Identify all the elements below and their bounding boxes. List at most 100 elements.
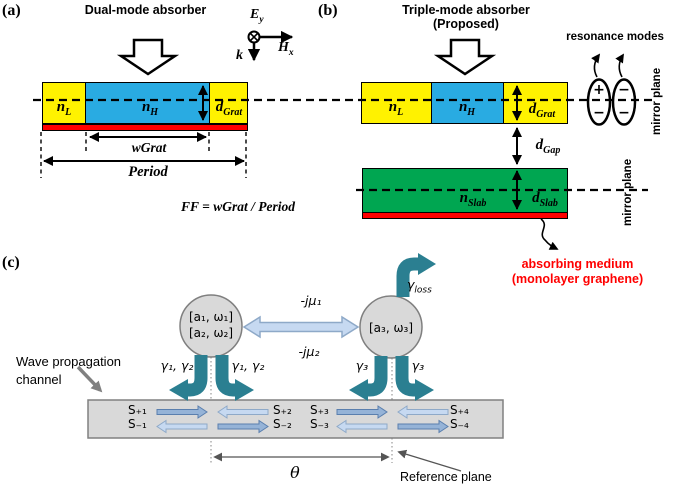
gamma12-right-label: γ₁, γ₂ (231, 358, 265, 373)
mode2-top-sign: − (618, 82, 630, 98)
gamma12-left-arrow (169, 355, 208, 401)
n-low-label-b: nL (374, 99, 418, 118)
resonance-mode-ellipse-1 (586, 78, 612, 126)
n-slab-label: nSlab (448, 190, 498, 209)
port-s-plus-2-label: S₊₂ (273, 403, 292, 417)
wave-arrow-s-minus-3 (336, 419, 388, 434)
absorbing-medium-line2: (monolayer graphene) (511, 272, 644, 286)
e-field-base: E (250, 7, 260, 22)
h-field-base: H (278, 40, 289, 55)
wave-propagation-channel (87, 399, 504, 439)
h-field-label: Hx (278, 40, 294, 58)
incident-wave-arrow-a (116, 38, 180, 76)
period-label: Period (128, 164, 168, 180)
wave-arrow-s-minus-2 (217, 419, 269, 434)
n-low-base-a: n (56, 99, 66, 115)
d-gap-label: dGap (524, 137, 572, 156)
port-s-plus-1-label: S₊₁ (128, 403, 147, 417)
gamma12-left-label: γ₁, γ₂ (160, 358, 194, 373)
absorbing-medium-line1: absorbing medium (521, 257, 634, 271)
panel-b-tag: (b) (318, 2, 338, 19)
mode2-bottom-sign: − (618, 105, 630, 121)
panel-a-tag: (a) (2, 2, 21, 19)
resonance-mode-ellipse-2 (611, 78, 637, 126)
d-grat-sub-a: Grat (223, 107, 243, 118)
n-high-base-b: n (458, 99, 468, 115)
slab-b-absorber-layer (362, 212, 568, 219)
d-grat-label-a: dGrat (209, 99, 249, 118)
gamma3-right-arrow (395, 356, 434, 401)
n-high-sub-b: H (467, 107, 476, 118)
port-s-minus-4-label: S₋₄ (450, 417, 469, 431)
d-grat-sub-b: Grat (536, 109, 556, 120)
e-field-label: Ey (250, 7, 264, 25)
resonator-3-circle (359, 295, 423, 359)
h-field-sub: x (288, 47, 294, 58)
wave-channel-label-line1: Wave propagation (16, 354, 122, 369)
grating-b-high-index (431, 82, 504, 124)
e-field-sub: y (259, 14, 264, 25)
gamma-loss-base: γ (407, 277, 415, 292)
gamma-loss-arrow (396, 253, 436, 297)
port-s-plus-4-label: S₊₄ (450, 403, 469, 417)
d-slab-base: d (532, 190, 540, 206)
e-into-page-cross-2 (250, 33, 258, 41)
d-grat-label-b: dGrat (519, 101, 565, 120)
d-slab-sub: Slab (539, 198, 558, 209)
n-slab-sub: Slab (468, 198, 487, 209)
grating-a-low-index-left (42, 82, 86, 124)
wave-arrow-s-minus-4 (397, 419, 449, 434)
gamma-loss-label: γloss (407, 277, 432, 295)
wave-arrow-s-plus-2 (217, 405, 269, 419)
resonator-12-line1: [a₁, ω₁] (188, 310, 233, 324)
grating-a-low-index-right (209, 82, 248, 124)
d-grat-base-b: d (528, 101, 537, 117)
n-low-sub-b: L (397, 107, 404, 118)
port-s-minus-3-label: S₋₃ (310, 417, 329, 431)
mode1-bottom-sign: − (593, 105, 605, 121)
port-s-plus-3-label: S₊₃ (310, 403, 329, 417)
d-gap-sub: Gap (543, 145, 561, 156)
gamma3-left-label: γ₃ (355, 358, 369, 373)
port-s-minus-2-label: S₋₂ (273, 417, 292, 431)
d-slab-label: dSlab (521, 190, 569, 209)
w-grat-label: wGrat (131, 140, 167, 155)
panel-a-title: Dual-mode absorber (84, 3, 207, 17)
n-high-label-a: nH (128, 99, 172, 118)
grating-a-high-index (85, 82, 210, 124)
wave-arrow-s-minus-1 (156, 419, 208, 434)
theta-label: θ (290, 463, 300, 482)
n-low-label-a: nL (44, 99, 84, 118)
resonator-3-label: [a₃, ω₃] (368, 321, 413, 335)
gamma12-right-arrow (215, 355, 254, 401)
resonator-12-circle (179, 294, 243, 358)
k-vector-label: k (236, 48, 243, 63)
coupling-mu2-label: -jμ₂ (298, 344, 320, 359)
port-s-minus-1-label: S₋₁ (128, 417, 147, 431)
n-low-sub-a: L (65, 107, 72, 118)
wave-channel-label-line2: channel (16, 372, 62, 387)
d-gap-base: d (535, 137, 544, 153)
fill-factor-formula: FF = wGrat / Period (181, 199, 295, 214)
panel-b-title-line1: Triple-mode absorber (402, 3, 530, 17)
resonator-12-label: [a₁, ω₁] [a₂, ω₂] (176, 309, 246, 341)
mutual-coupling-arrow (242, 315, 360, 339)
gamma-loss-sub: loss (414, 285, 432, 296)
reference-plane-pointer-arrow (397, 449, 462, 472)
panel-b-title-line2: (Proposed) (433, 17, 499, 31)
incident-wave-arrow-b (433, 38, 497, 76)
mode-pointer-arrow-1 (591, 53, 601, 78)
n-slab-base: n (459, 190, 468, 206)
wave-arrow-s-plus-4 (397, 405, 449, 419)
resonance-modes-title: resonance modes (566, 31, 664, 43)
wave-channel-label: Wave propagation channel (16, 353, 121, 389)
resonator-12-line2: [a₂, ω₂] (188, 326, 233, 340)
n-low-base-b: n (388, 99, 398, 115)
wave-arrow-s-plus-1 (156, 405, 208, 419)
wave-arrow-s-plus-3 (336, 405, 388, 419)
mirror-plane-label-upper: mirror plane (651, 67, 663, 135)
gamma3-right-label: γ₃ (411, 358, 425, 373)
absorbing-medium-pointer-arrow (540, 218, 559, 250)
